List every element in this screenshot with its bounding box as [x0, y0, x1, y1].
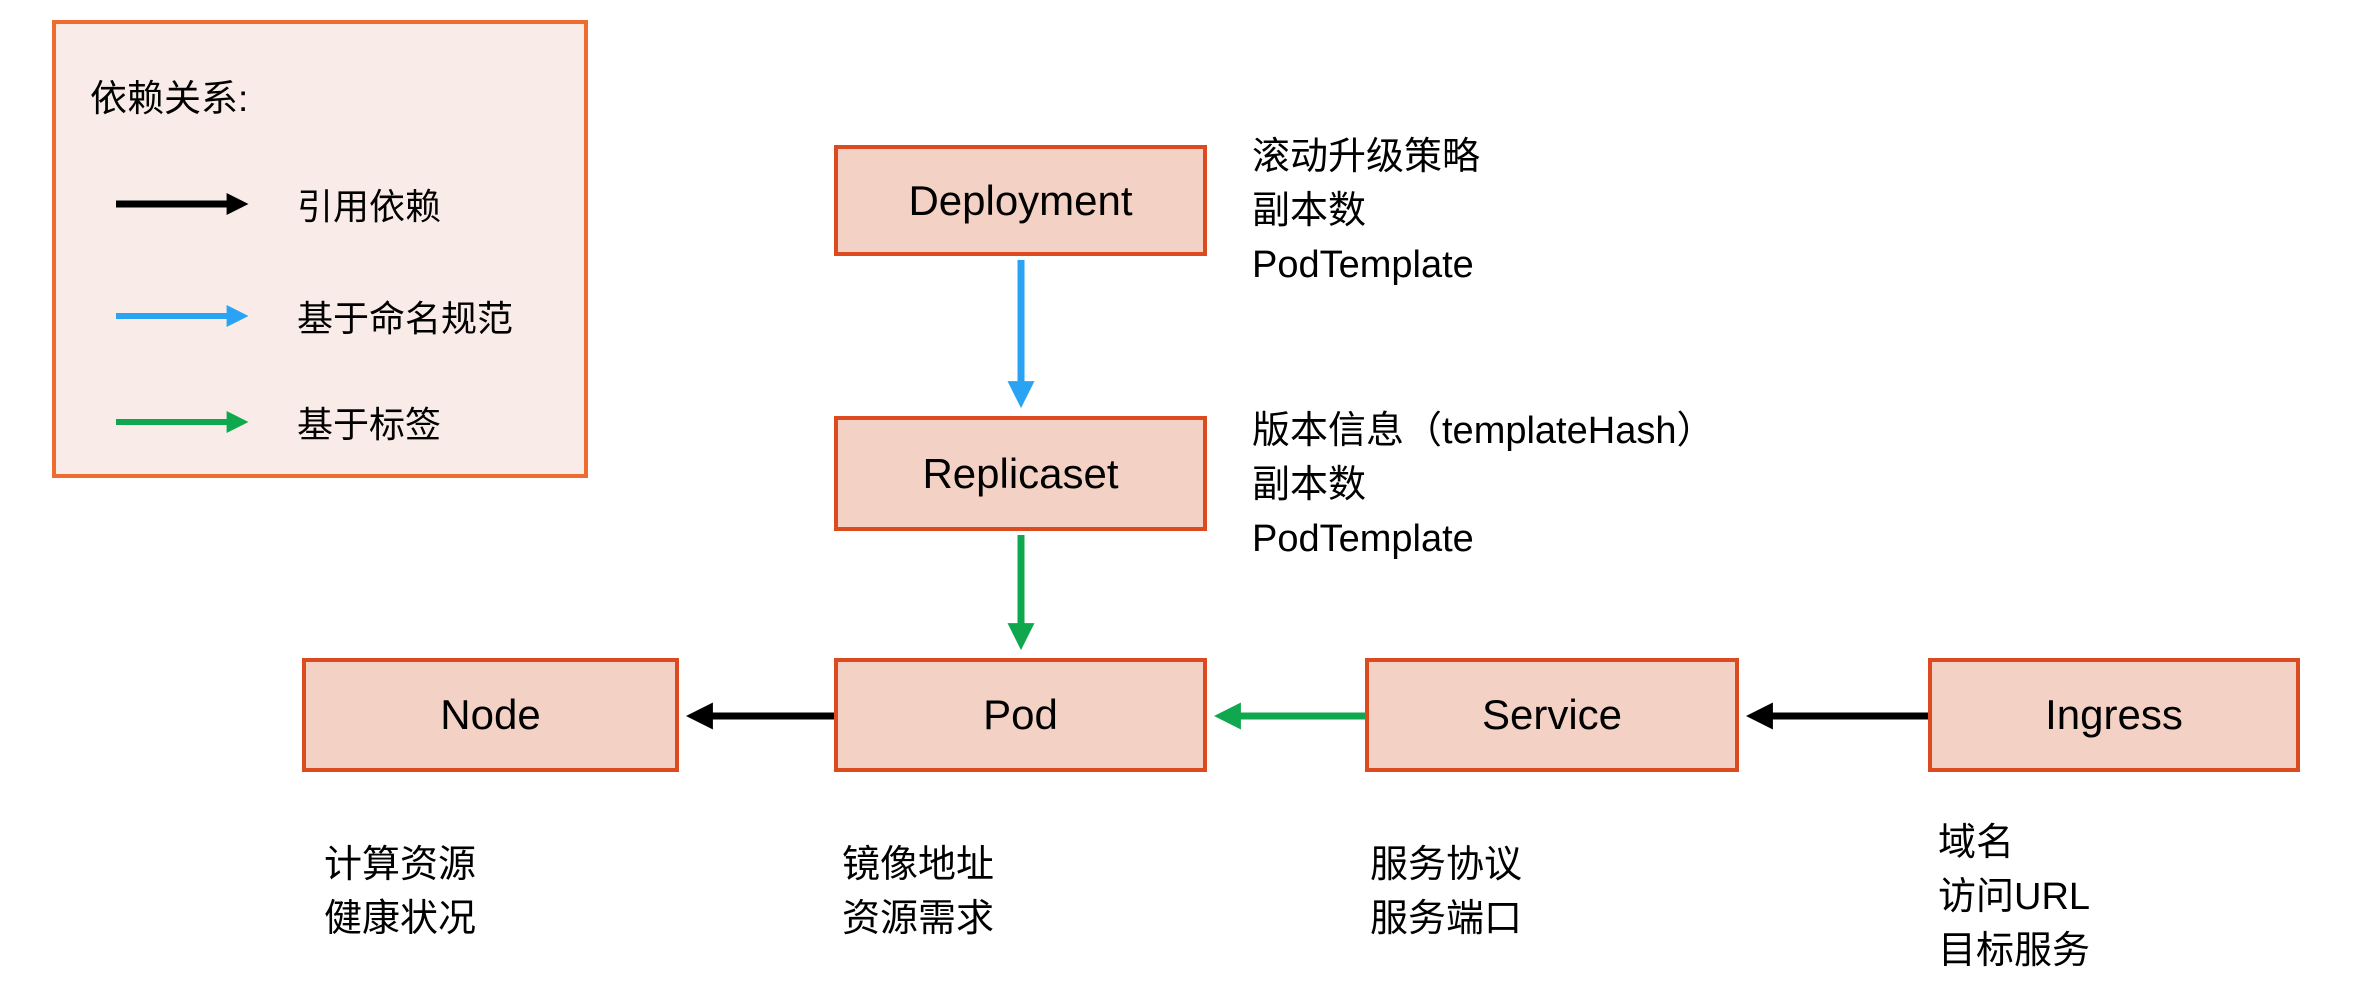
node-node-label: Node [440, 691, 541, 738]
annotation-pod: 镜像地址 资源需求 [842, 838, 994, 946]
annotation-line: 滚动升级策略 [1252, 136, 1481, 178]
annotation-line: PodTemplate [1252, 244, 1474, 286]
legend-item-label: 引用依赖 [297, 186, 442, 227]
annotation-line: 健康状况 [324, 898, 477, 940]
annotation-line: 资源需求 [842, 898, 995, 940]
annotation-line: 目标服务 [1938, 930, 2091, 972]
legend-item-label: 基于标签 [297, 404, 442, 445]
annotation-line: PodTemplate [1252, 518, 1474, 560]
node-service: Service [1365, 658, 1739, 772]
node-pod-label: Pod [983, 691, 1058, 738]
node-replicaset: Replicaset [834, 416, 1207, 531]
node-ingress-label: Ingress [2045, 691, 2183, 738]
annotation-node: 计算资源 健康状况 [324, 838, 476, 946]
legend-box: 依赖关系: 引用依赖 基于命名规范 基于标签 [52, 20, 588, 478]
legend-item-label-based: 基于标签 [114, 400, 441, 445]
node-service-label: Service [1481, 691, 1623, 738]
annotation-line: 服务端口 [1370, 898, 1523, 940]
black-arrow-icon [116, 193, 249, 215]
node-ingress: Ingress [1928, 658, 2300, 772]
annotation-line: 域名 [1938, 822, 2015, 864]
annotation-line: 版本信息（templateHash） [1252, 410, 1715, 452]
blue-arrow-icon [116, 305, 249, 327]
annotation-line: 副本数 [1252, 464, 1367, 506]
annotation-service: 服务协议 服务端口 [1370, 838, 1522, 946]
legend-item-reference-dependency: 引用依赖 [114, 182, 441, 227]
annotation-ingress: 域名 访问URL 目标服务 [1938, 816, 2090, 978]
legend-item-label: 基于命名规范 [297, 298, 514, 339]
legend-item-naming-convention: 基于命名规范 [114, 294, 513, 339]
legend-title: 依赖关系: [90, 78, 249, 119]
annotation-line: 计算资源 [324, 844, 477, 886]
annotation-line: 副本数 [1252, 190, 1367, 232]
node-pod: Pod [834, 658, 1207, 772]
annotation-line: 镜像地址 [842, 844, 995, 886]
node-node: Node [302, 658, 679, 772]
node-deployment-label: Deployment [908, 176, 1133, 224]
annotation-deployment: 滚动升级策略 副本数 PodTemplate [1252, 130, 1480, 292]
node-deployment: Deployment [834, 145, 1207, 256]
annotation-line: 服务协议 [1370, 844, 1523, 886]
green-arrow-icon [116, 411, 249, 433]
annotation-replicaset: 版本信息（templateHash） 副本数 PodTemplate [1252, 404, 1714, 566]
annotation-line: 访问URL [1938, 876, 2091, 918]
node-replicaset-label: Replicaset [922, 449, 1119, 497]
